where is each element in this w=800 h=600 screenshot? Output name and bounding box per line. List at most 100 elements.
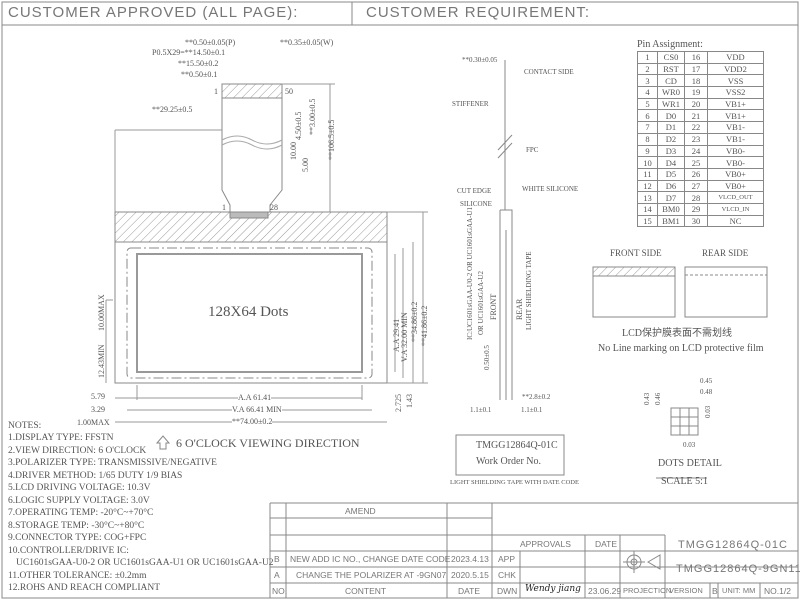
pin-number: 4 (637, 86, 658, 99)
tb-app: APP (498, 554, 516, 564)
pin-number: 12 (637, 179, 658, 193)
dim-5-00: 5.00 (301, 158, 310, 172)
pin-number: 30 (684, 214, 708, 228)
tb-version-label: VERSION (669, 586, 703, 595)
side-rear: REAR (515, 298, 524, 320)
pin-number: 7 (637, 121, 658, 134)
pin-number: 6 (637, 109, 658, 123)
pin-number: 21 (684, 109, 708, 123)
notes-title: NOTES: (8, 421, 42, 431)
dim-41-86: **41.86±0.2 (420, 305, 429, 346)
side-contact: CONTACT SIDE (524, 68, 574, 76)
pin-28: 28 (270, 203, 278, 212)
dim-width: **0.35±0.05(W) (280, 38, 334, 47)
tb-version: B (712, 586, 718, 596)
customer-requirement-label: CUSTOMER REQUIREMENT: (366, 4, 591, 21)
note-2: 2.VIEW DIRECTION: 6 O'CLOCK (8, 446, 147, 456)
tb-unit: UNIT: MM (722, 586, 756, 595)
dot-dim-0-45: 0.45 (700, 377, 713, 385)
rev-a-content: CHANGE THE POLARIZER AT -9GN07 (296, 570, 447, 580)
pin-signal: VLCD_OUT (707, 191, 764, 204)
pin-number: 23 (684, 132, 708, 146)
note-10: 10.CONTROLLER/DRIVE IC: (8, 546, 129, 556)
tb-approvals: APPROVALS (520, 539, 571, 549)
pin-number: 25 (684, 156, 708, 169)
pin-signal: CD (657, 74, 685, 88)
dim-1-43: 1.43 (405, 394, 414, 408)
side-ic: IC:UC1601sGAA-U0-2 OR UC1601sGAA-U1 (466, 207, 474, 340)
dots-scale: SCALE 5:1 (661, 476, 708, 487)
side-stiffener: STIFFENER (452, 100, 489, 108)
dim-106-5: **106.5±0.5 (327, 119, 336, 160)
side-2-8: **2.8±0.2 (522, 393, 551, 401)
dots-label: 128X64 Dots (208, 304, 289, 320)
pin-signal: RST (657, 62, 685, 76)
side-1-1-left: 1.1±0.1 (470, 406, 492, 414)
pin-1-top: 1 (214, 87, 218, 96)
note-10-ics: UC1601sGAA-U0-2 OR UC1601sGAA-U1 OR UC16… (16, 558, 274, 568)
pin-number: 26 (684, 167, 708, 181)
dim-15-50: **15.50±0.2 (178, 59, 219, 68)
pin-number: 13 (637, 191, 658, 204)
pin-signal: BM0 (657, 202, 685, 216)
pin-number: 9 (637, 144, 658, 158)
tb-content: CONTENT (345, 586, 387, 596)
pin-signal: WR0 (657, 86, 685, 99)
note-5: 5.LCD DRIVING VOLTAGE: 10.3V (8, 483, 151, 493)
dim-pitch: **0.50±0.05(P) (185, 38, 236, 47)
dim-va-width: V.A 66.41 MIN (232, 405, 282, 414)
pin-signal: D1 (657, 121, 685, 134)
pin-number: 15 (637, 214, 658, 228)
side-silicone: SILICONE (460, 200, 492, 208)
pin-signal: VDD (707, 51, 764, 64)
dim-34-86: **34.86±0.2 (410, 301, 419, 342)
dim-aa-width: A.A 61.41 (238, 393, 272, 402)
dot-dim-0-46: 0.46 (654, 392, 662, 405)
pin-signal: D4 (657, 156, 685, 169)
tb-no: NO. (272, 586, 288, 596)
tb-date-col: DATE (458, 586, 481, 596)
pin-signal: VB0- (707, 144, 764, 158)
pin-signal: NC (707, 214, 764, 228)
dim-10-max: 10.00MAX (97, 294, 106, 331)
tb-signature: Wendy jiang (525, 584, 581, 594)
dim-2-725: 2.725 (394, 394, 403, 412)
pin-signal: D5 (657, 167, 685, 181)
tb-dwn-date: 23.06.29 (588, 586, 622, 596)
pin-number: 3 (637, 74, 658, 88)
tb-dwn: DWN (497, 586, 518, 596)
pin-number: 17 (684, 62, 708, 76)
front-side-label: FRONT SIDE (610, 248, 662, 258)
dim-4-50: 4.50±0.5 (294, 111, 303, 140)
dot-dim-0-43: 0.43 (643, 392, 651, 405)
dim-3-00: **3.00±0.5 (308, 98, 317, 135)
pin-signal: D6 (657, 179, 685, 193)
pin-signal: VB0+ (707, 167, 764, 181)
pin-signal: D3 (657, 144, 685, 158)
pin-signal: WR1 (657, 97, 685, 111)
pin-signal: D7 (657, 191, 685, 204)
side-thickness: **0.30±0.05 (462, 56, 498, 64)
side-fpc: FPC (526, 146, 539, 154)
dim-12-43-min: 12.43MIN (97, 344, 106, 378)
pin-number: 20 (684, 97, 708, 111)
pin-number: 22 (684, 121, 708, 134)
customer-approved-label: CUSTOMER APPROVED (ALL PAGE): (8, 4, 299, 21)
note-8: 8.STORAGE TEMP: -30°C~+80°C (8, 521, 145, 531)
film-note-cn: LCD保护膜表面不需划线 (622, 328, 732, 339)
viewing-direction: 6 O'CLOCK VIEWING DIRECTION (176, 436, 360, 450)
pin-signal: VB0- (707, 156, 764, 169)
pin-signal: VB1- (707, 121, 764, 134)
pin-number: 16 (684, 51, 708, 64)
side-1-1-right: 1.1±0.1 (521, 406, 543, 414)
dot-dim-0-03-h: 0.03 (683, 441, 696, 449)
